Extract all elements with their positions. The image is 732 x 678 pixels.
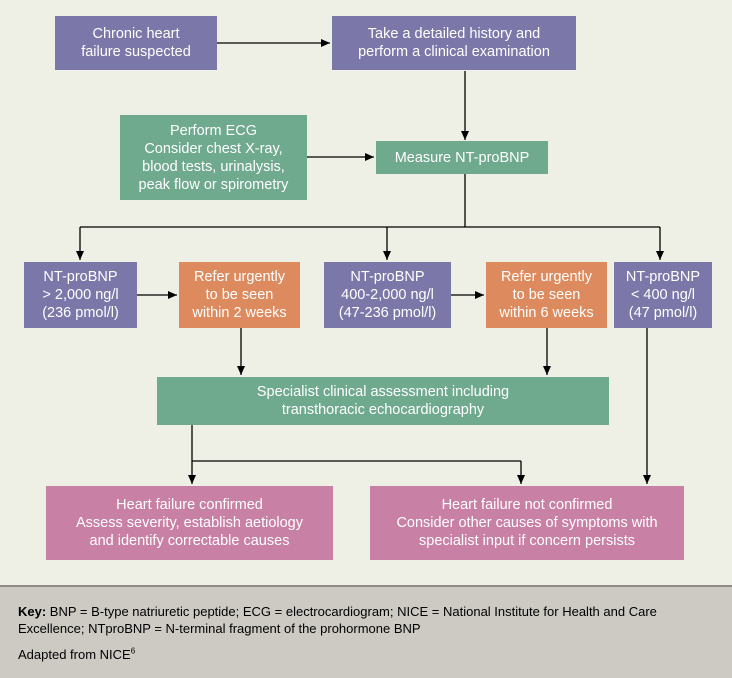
box-text-line: < 400 ng/l (630, 287, 696, 303)
box-specialist-assessment: Specialist clinical assessment including… (157, 377, 609, 425)
box-ntprobnp-mid: NT-proBNP 400-2,000 ng/l (47-236 pmol/l) (324, 262, 451, 328)
box-heart-failure-confirmed: Heart failure confirmed Assess severity,… (46, 486, 333, 560)
box-text-line: Perform ECG (169, 122, 257, 139)
box-text-line: within 2 weeks (192, 305, 287, 321)
box-text-line: within 6 weeks (499, 305, 594, 321)
source-text: Adapted from NICE (18, 647, 131, 662)
box-text-line: failure suspected (81, 44, 191, 60)
box-refer-2-weeks: Refer urgently to be seen within 2 weeks (179, 262, 300, 328)
box-text-line: Refer urgently (500, 269, 593, 285)
box-text-line: Measure NT-proBNP (394, 149, 530, 166)
box-ntprobnp-low: NT-proBNP < 400 ng/l (47 pmol/l) (614, 262, 712, 328)
source-reference: 6 (130, 646, 136, 656)
box-text-line: Refer urgently (193, 269, 286, 285)
key-text: Key: BNP = B-type natriuretic peptide; E… (18, 603, 714, 637)
box-text-line: Assess severity, establish aetiology (75, 515, 303, 531)
box-text-line: perform a clinical examination (358, 44, 550, 60)
key-definitions: BNP = B-type natriuretic peptide; ECG = … (18, 604, 657, 636)
source-note: Adapted from NICE6 (18, 646, 714, 663)
box-refer-6-weeks: Refer urgently to be seen within 6 weeks (486, 262, 607, 328)
box-text-line: to be seen (512, 287, 581, 303)
box-text-line: > 2,000 ng/l (42, 287, 119, 303)
box-heart-failure-not-confirmed: Heart failure not confirmed Consider oth… (370, 486, 684, 560)
box-text-line: and identify correctable causes (89, 533, 290, 549)
box-take-history: Take a detailed history and perform a cl… (332, 16, 576, 70)
box-text-line: NT-proBNP (43, 269, 118, 285)
box-text-line: specialist input if concern persists (419, 533, 635, 549)
box-text-line: (47 pmol/l) (628, 305, 698, 321)
box-text-line: peak flow or spirometry (138, 176, 289, 193)
box-text-line: NT-proBNP (625, 269, 701, 285)
box-text-line: Consider other causes of symptoms with (396, 515, 658, 531)
key-panel: Key: BNP = B-type natriuretic peptide; E… (0, 585, 732, 678)
box-measure-nt-probnp: Measure NT-proBNP (376, 141, 548, 174)
box-text-line: Consider chest X-ray, (144, 140, 283, 157)
box-text-line: Take a detailed history and (367, 26, 541, 42)
box-text-line: (47-236 pmol/l) (338, 305, 437, 321)
flowchart: Chronic heart failure suspected Take a d… (24, 16, 712, 560)
box-text-line: 400-2,000 ng/l (341, 287, 434, 303)
box-text-line: blood tests, urinalysis, (142, 158, 285, 175)
box-text-line: Chronic heart (92, 26, 180, 42)
box-chronic-heart-failure-suspected: Chronic heart failure suspected (55, 16, 217, 70)
box-ntprobnp-high: NT-proBNP > 2,000 ng/l (236 pmol/l) (24, 262, 137, 328)
flow-connectors (76, 39, 664, 484)
box-text-line: Specialist clinical assessment including (256, 384, 510, 400)
box-text-line: (236 pmol/l) (42, 305, 119, 321)
box-text-line: Heart failure confirmed (116, 497, 263, 513)
box-text-line: transthoracic echocardiography (281, 402, 485, 418)
box-text-line: NT-proBNP (350, 269, 425, 285)
key-label: Key: (18, 604, 47, 619)
box-text-line: Heart failure not confirmed (441, 497, 613, 513)
box-perform-ecg: Perform ECG Consider chest X-ray, blood … (120, 115, 307, 200)
box-text-line: to be seen (205, 287, 274, 303)
